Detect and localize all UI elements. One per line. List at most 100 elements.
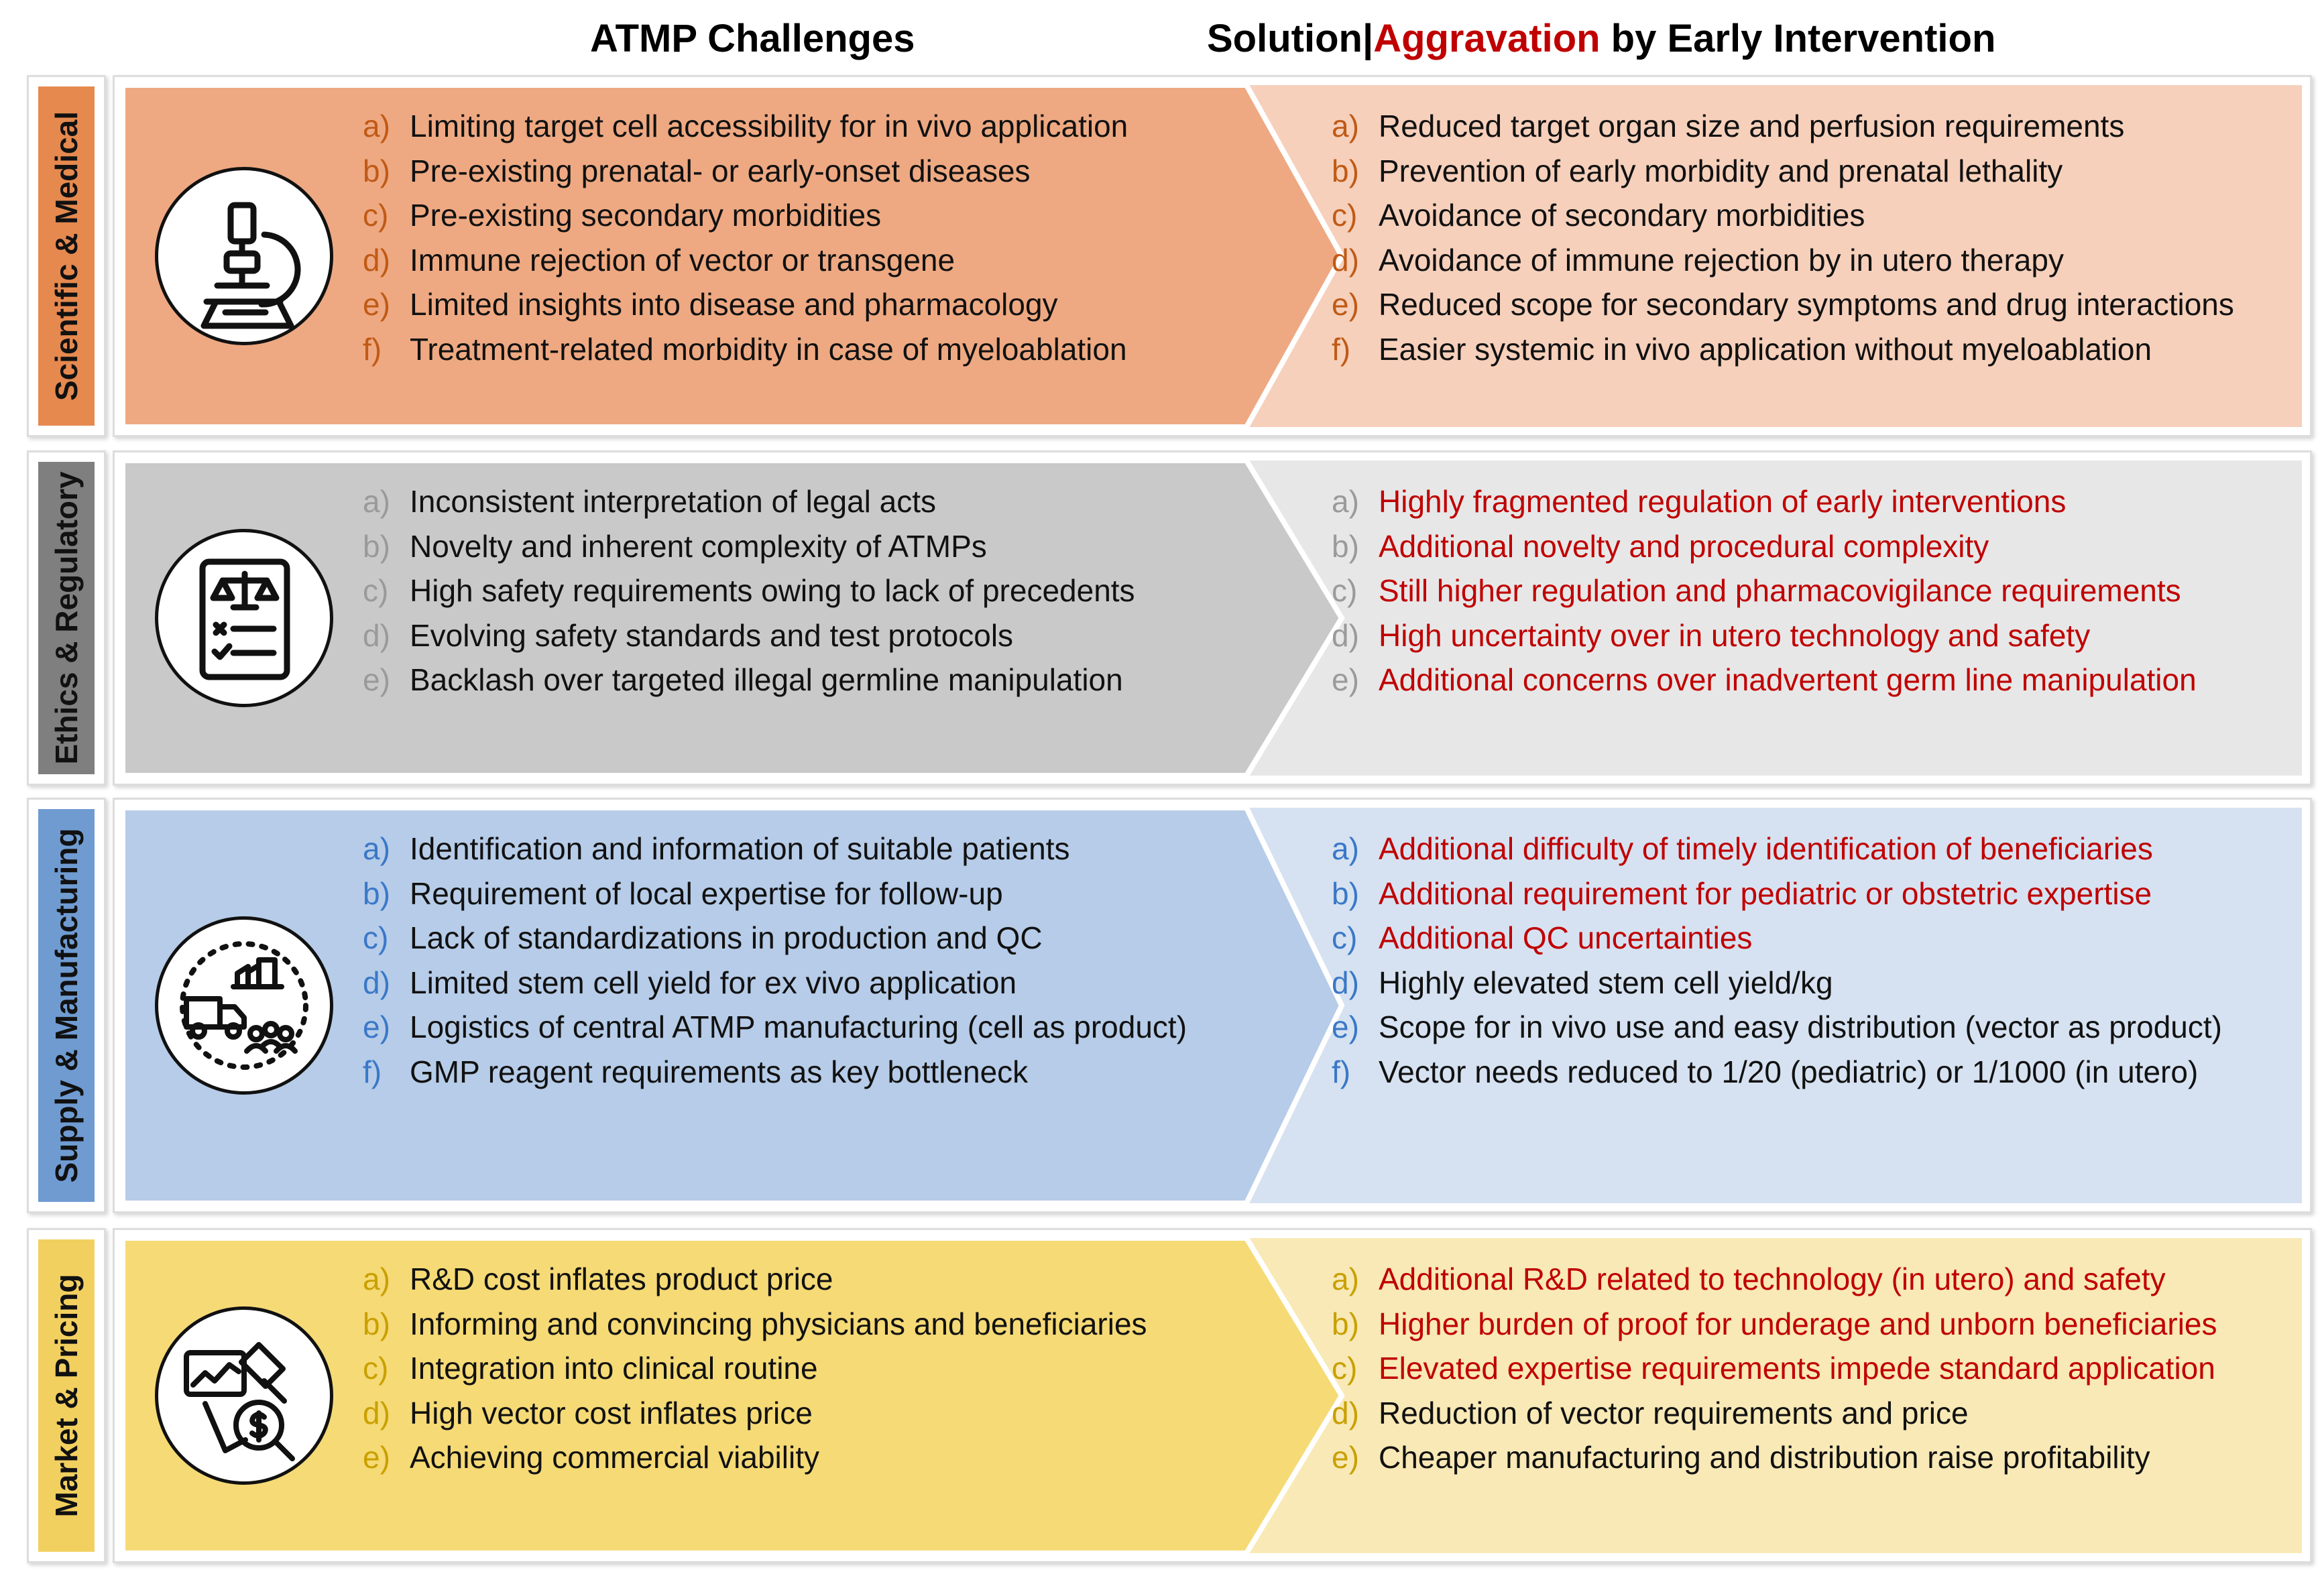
challenge-item: b)Requirement of local expertise for fol… xyxy=(363,871,1187,916)
item-marker: d) xyxy=(363,965,390,1000)
aggravation-text: Additional concerns over inadvertent ger… xyxy=(1379,662,2197,697)
item-marker: d) xyxy=(1332,617,1359,653)
solution-text: Vector needs reduced to 1/20 (pediatric)… xyxy=(1379,1054,2199,1089)
solution-text: Cheaper manufacturing and distribution r… xyxy=(1379,1440,2150,1475)
challenge-chevron xyxy=(120,82,1345,430)
aggravation-text: Higher burden of proof for underage and … xyxy=(1379,1306,2217,1341)
challenge-text: High safety requirements owing to lack o… xyxy=(410,573,1135,608)
challenge-item: d) Immune rejection of vector or transgen… xyxy=(363,238,1128,283)
challenge-item: e)Achieving commercial viability xyxy=(363,1435,1147,1480)
item-marker: e) xyxy=(1332,1010,1359,1044)
item-marker: f) xyxy=(363,331,382,367)
item-marker: a) xyxy=(363,831,390,866)
solution-item: f)Easier systemic in vivo application wi… xyxy=(1332,327,2234,372)
category-tab-fill: Market & Pricing xyxy=(38,1239,95,1552)
market-analysis-icon xyxy=(155,1306,333,1485)
challenge-item: d)High vector cost inflates price xyxy=(363,1391,1147,1436)
challenge-text: Inconsistent interpretation of legal act… xyxy=(410,484,937,519)
challenge-text: High vector cost inflates price xyxy=(410,1395,813,1430)
item-marker: c) xyxy=(363,920,389,955)
item-marker: f) xyxy=(363,1054,382,1089)
category-tab: Supply & Manufacturing xyxy=(27,798,106,1213)
challenge-text: Pre-existing prenatal- or early-onset di… xyxy=(410,153,1031,188)
item-marker: a) xyxy=(363,484,390,519)
item-marker: e) xyxy=(1332,1440,1359,1475)
challenge-item: d) Limited stem cell yield for ex vivo ap… xyxy=(363,961,1187,1005)
item-marker: b) xyxy=(1332,875,1359,911)
item-marker: d) xyxy=(363,242,390,278)
solution-item: a) Additional difficulty of timely identi… xyxy=(1332,827,2222,871)
solution-item: a) Highly fragmented regulation of early … xyxy=(1332,479,2197,524)
solution-text: Reduced target organ size and perfusion … xyxy=(1379,109,2125,143)
aggravation-text: Elevated expertise requirements impede s… xyxy=(1379,1351,2215,1386)
solution-text: Scope for in vivo use and easy distribut… xyxy=(1379,1010,2222,1044)
item-marker: b) xyxy=(1332,1306,1359,1341)
challenge-text: Limiting target cell accessibility for i… xyxy=(410,109,1128,143)
challenges-list: a)Limiting target cell accessibility for… xyxy=(363,104,1128,371)
challenge-text: Limited insights into disease and pharma… xyxy=(410,287,1058,322)
challenge-text: R&D cost inflates product price xyxy=(410,1262,833,1296)
challenge-item: a)Limiting target cell accessibility for… xyxy=(363,104,1128,149)
solution-item: d) High uncertainty over in utero technol… xyxy=(1332,613,2197,658)
aggravation-text: Additional difficulty of timely identifi… xyxy=(1379,831,2153,866)
challenge-item: c) Lack of standardizations in production… xyxy=(363,916,1187,961)
challenge-item: f) Treatment-related morbidity in case of… xyxy=(363,327,1128,372)
title-aggravation: Aggravation xyxy=(1373,17,1601,60)
item-marker: b) xyxy=(363,528,390,564)
category-panel: a) Inconsistent interpretation of legal a… xyxy=(113,450,2312,786)
row-scientific: Scientific & Medical a)Limiting target ce… xyxy=(27,75,2313,437)
solution-item: b) Prevention of early morbidity and pren… xyxy=(1332,149,2234,194)
item-marker: e) xyxy=(363,1010,390,1044)
solution-item: a)Reduced target organ size and perfusio… xyxy=(1332,104,2234,149)
challenge-item: d)Evolving safety standards and test pro… xyxy=(363,613,1135,658)
solutions-list: a)Reduced target organ size and perfusio… xyxy=(1332,104,2234,371)
item-marker: e) xyxy=(1332,662,1359,697)
left-column-title: ATMP Challenges xyxy=(590,17,915,60)
challenge-text: Lack of standardizations in production a… xyxy=(410,920,1043,955)
aggravation-text: High uncertainty over in utero technolog… xyxy=(1379,617,2091,653)
item-marker: e) xyxy=(363,287,390,322)
item-marker: e) xyxy=(363,662,390,697)
solution-item: d)Reduction of vector requirements and p… xyxy=(1332,1391,2217,1436)
title-solution: Solution xyxy=(1207,17,1362,60)
microscope-icon xyxy=(155,167,333,345)
title-separator: | xyxy=(1362,17,1374,60)
item-marker: c) xyxy=(363,1351,389,1386)
category-tab: Scientific & Medical xyxy=(27,75,106,437)
solution-item: d)Highly elevated stem cell yield/kg xyxy=(1332,961,2222,1005)
solution-item: c)Still higher regulation and pharmacovi… xyxy=(1332,568,2197,613)
challenge-text: Treatment-related morbidity in case of m… xyxy=(410,331,1127,367)
challenge-text: Immune rejection of vector or transgene xyxy=(410,242,955,278)
right-column-title: Solution|Aggravation by Early Interventi… xyxy=(1207,15,1995,63)
item-marker: b) xyxy=(363,1306,390,1341)
item-marker: b) xyxy=(1332,528,1359,564)
solution-item: e)Reduced scope for secondary symptoms a… xyxy=(1332,282,2234,327)
item-marker: a) xyxy=(1332,831,1359,866)
solution-text: Prevention of early morbidity and prenat… xyxy=(1379,153,2063,188)
category-tab-fill: Supply & Manufacturing xyxy=(38,809,95,1202)
item-marker: a) xyxy=(1332,484,1359,519)
challenge-text: Informing and convincing physicians and … xyxy=(410,1306,1147,1341)
aggravation-text: Highly fragmented regulation of early in… xyxy=(1379,484,2067,519)
solution-item: e) Cheaper manufacturing and distribution… xyxy=(1332,1435,2217,1480)
item-marker: c) xyxy=(1332,1351,1358,1386)
solution-area xyxy=(1246,808,2302,1203)
challenge-item: f)GMP reagent requirements as key bottle… xyxy=(363,1050,1187,1095)
challenge-item: e)Logistics of central ATMP manufacturin… xyxy=(363,1005,1187,1050)
solution-text: Reduction of vector requirements and pri… xyxy=(1379,1395,1969,1430)
solutions-list: a) Additional difficulty of timely identi… xyxy=(1332,827,2222,1094)
challenge-text: Limited stem cell yield for ex vivo appl… xyxy=(410,965,1017,1000)
category-panel: a)Limiting target cell accessibility for… xyxy=(113,75,2312,437)
solutions-list: a) Highly fragmented regulation of early … xyxy=(1332,479,2197,703)
category-label: Scientific & Medical xyxy=(49,111,84,402)
challenge-text: Novelty and inherent complexity of ATMPs xyxy=(410,528,987,564)
item-marker: b) xyxy=(1332,153,1359,188)
challenge-item: e)Backlash over targeted illegal germlin… xyxy=(363,658,1135,703)
category-label: Market & Pricing xyxy=(49,1274,84,1518)
challenge-chevron xyxy=(120,805,1345,1206)
challenge-item: b)Pre-existing prenatal- or early-onset … xyxy=(363,149,1128,194)
solutions-list: a)Additional R&D related to technology (… xyxy=(1332,1257,2217,1480)
